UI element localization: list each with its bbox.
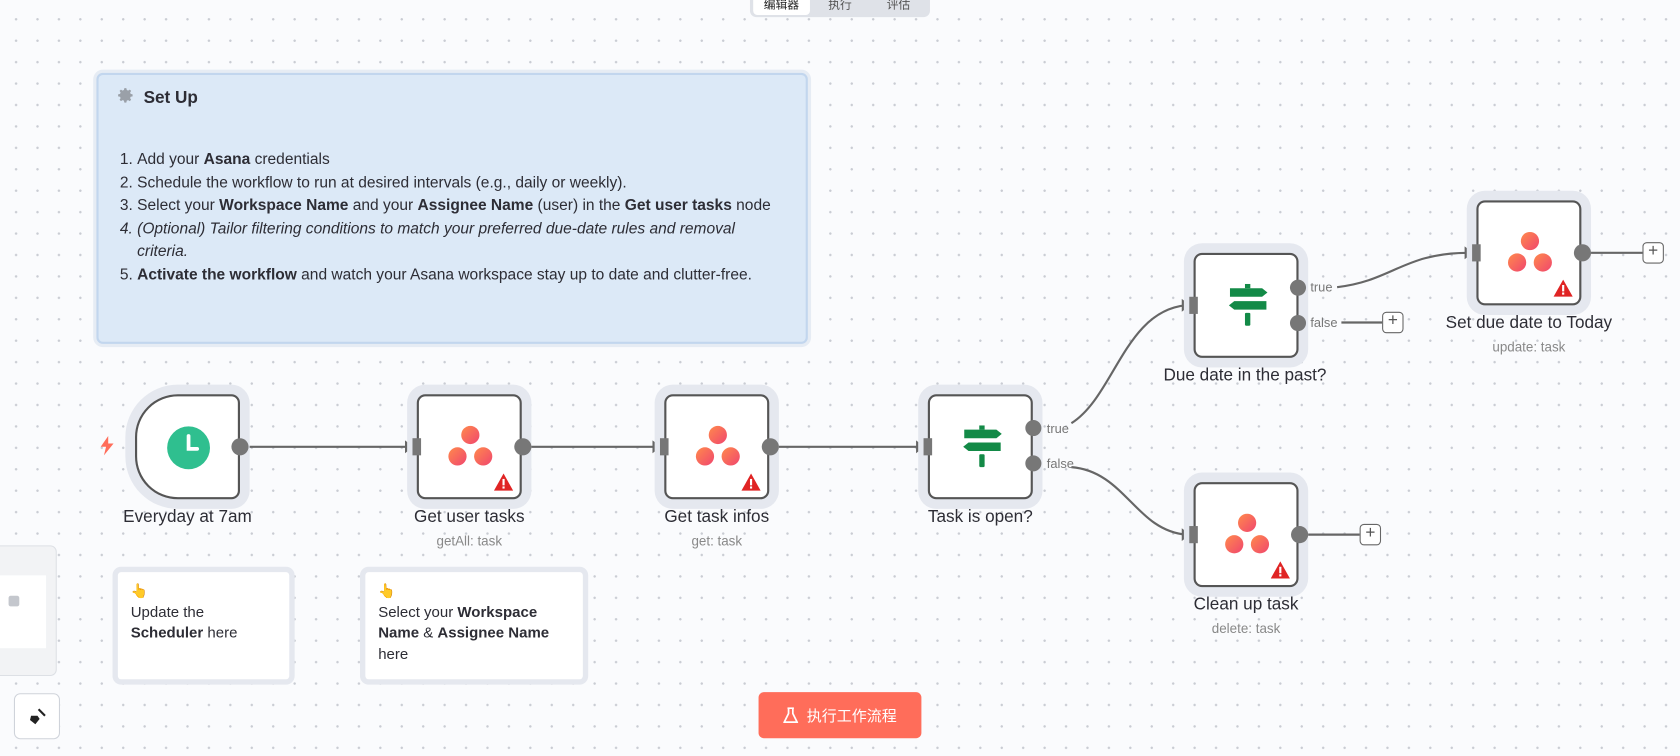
broom-icon: [29, 707, 46, 724]
branch-label-false: false: [1046, 456, 1074, 472]
pointing-hand-icon: 👆: [130, 582, 149, 599]
branch-label-true: true: [1046, 421, 1069, 437]
warning-icon[interactable]: [493, 473, 514, 491]
output-handle-true[interactable]: [1289, 279, 1307, 296]
connection-true-to-set-due-date: [1336, 251, 1469, 289]
node-task-is-open[interactable]: [927, 394, 1033, 500]
output-handle[interactable]: [231, 438, 249, 456]
clock-icon: [167, 426, 210, 470]
sticky-text: Select your Workspace Name & Assignee Na…: [378, 602, 550, 662]
tidy-up-button[interactable]: [13, 693, 60, 740]
node-subtitle: get: task: [691, 533, 743, 549]
tab-evaluations[interactable]: 评估: [886, 0, 911, 12]
input-handle[interactable]: [412, 438, 422, 456]
warning-icon[interactable]: [1270, 561, 1290, 579]
warning-icon[interactable]: [1553, 279, 1573, 297]
node-due-date-in-past[interactable]: [1193, 252, 1299, 358]
tab-editor[interactable]: 编辑器: [753, 0, 810, 15]
setup-step: Activate the workflow and watch your Asa…: [137, 264, 788, 287]
asana-icon: [1507, 231, 1552, 272]
node-subtitle: getAll: task: [436, 533, 503, 549]
node-label: Everyday at 7am: [123, 507, 252, 527]
output-handle[interactable]: [1291, 526, 1309, 544]
setup-steps: Add your Asana credentialsSchedule the w…: [116, 149, 789, 287]
add-node-button[interactable]: +: [1642, 242, 1664, 264]
tab-executions[interactable]: 执行: [828, 0, 852, 12]
signpost-icon: [1228, 283, 1268, 326]
output-handle[interactable]: [1573, 244, 1592, 262]
sticky-note-workspace[interactable]: 👆 Select your Workspace Name & Assignee …: [359, 566, 589, 685]
gear-icon: [116, 86, 135, 111]
node-label: Clean up task: [1193, 595, 1299, 614]
setup-title: Set Up: [143, 88, 198, 107]
node-trigger[interactable]: [134, 394, 240, 500]
sticky-note-scheduler[interactable]: 👆 Update the Scheduler here: [112, 566, 295, 685]
asana-icon: [448, 425, 493, 466]
node-subtitle: update: task: [1492, 339, 1566, 355]
pointing-hand-icon: 👆: [378, 582, 396, 599]
node-label: Get user tasks: [414, 507, 525, 527]
setup-step: (Optional) Tailor filtering conditions t…: [137, 218, 788, 264]
branch-label-false: false: [1310, 314, 1338, 330]
connection-true-to-due-date: [1070, 304, 1187, 425]
connection-false-to-clean-up: [1071, 466, 1187, 536]
minimap-panel: [0, 545, 57, 677]
output-handle-false[interactable]: [1025, 455, 1042, 472]
view-tabs: 编辑器 执行 评估: [749, 0, 930, 18]
node-label: Get task infos: [664, 507, 770, 527]
setup-step: Schedule the workflow to run at desired …: [137, 172, 788, 195]
input-handle[interactable]: [1189, 296, 1198, 314]
setup-sticky-note[interactable]: Set Up Add your Asana credentialsSchedul…: [96, 72, 808, 344]
input-handle[interactable]: [1472, 244, 1481, 262]
input-handle[interactable]: [1189, 526, 1198, 544]
output-handle-false[interactable]: [1289, 314, 1307, 332]
node-subtitle: delete: task: [1211, 621, 1281, 637]
node-clean-up[interactable]: [1193, 482, 1299, 588]
asana-icon: [695, 425, 740, 466]
node-label: Task is open?: [927, 507, 1033, 527]
node-get-user-tasks[interactable]: [416, 394, 522, 500]
add-node-button[interactable]: +: [1382, 311, 1404, 334]
node-label: Due date in the past?: [1163, 366, 1327, 385]
lightning-icon: [99, 436, 116, 461]
node-get-task-infos[interactable]: [664, 394, 770, 500]
output-handle-true[interactable]: [1025, 419, 1042, 437]
sticky-text: Update the Scheduler here: [130, 602, 238, 641]
output-handle[interactable]: [514, 438, 532, 456]
flask-icon: [783, 706, 799, 723]
setup-step: Select your Workspace Name and your Assi…: [137, 195, 788, 218]
execute-workflow-button[interactable]: 执行工作流程: [758, 692, 922, 739]
add-node-button[interactable]: +: [1359, 523, 1382, 546]
input-handle[interactable]: [659, 438, 669, 456]
warning-icon[interactable]: [741, 473, 761, 491]
execute-label: 执行工作流程: [806, 706, 897, 724]
output-handle[interactable]: [761, 438, 779, 456]
asana-icon: [1225, 513, 1270, 554]
node-label: Set due date to Today: [1445, 313, 1613, 333]
signpost-icon: [963, 425, 1002, 468]
setup-step: Add your Asana credentials: [137, 149, 788, 172]
branch-label-true: true: [1310, 279, 1333, 295]
input-handle[interactable]: [923, 438, 933, 456]
node-set-due-date[interactable]: [1476, 200, 1582, 306]
